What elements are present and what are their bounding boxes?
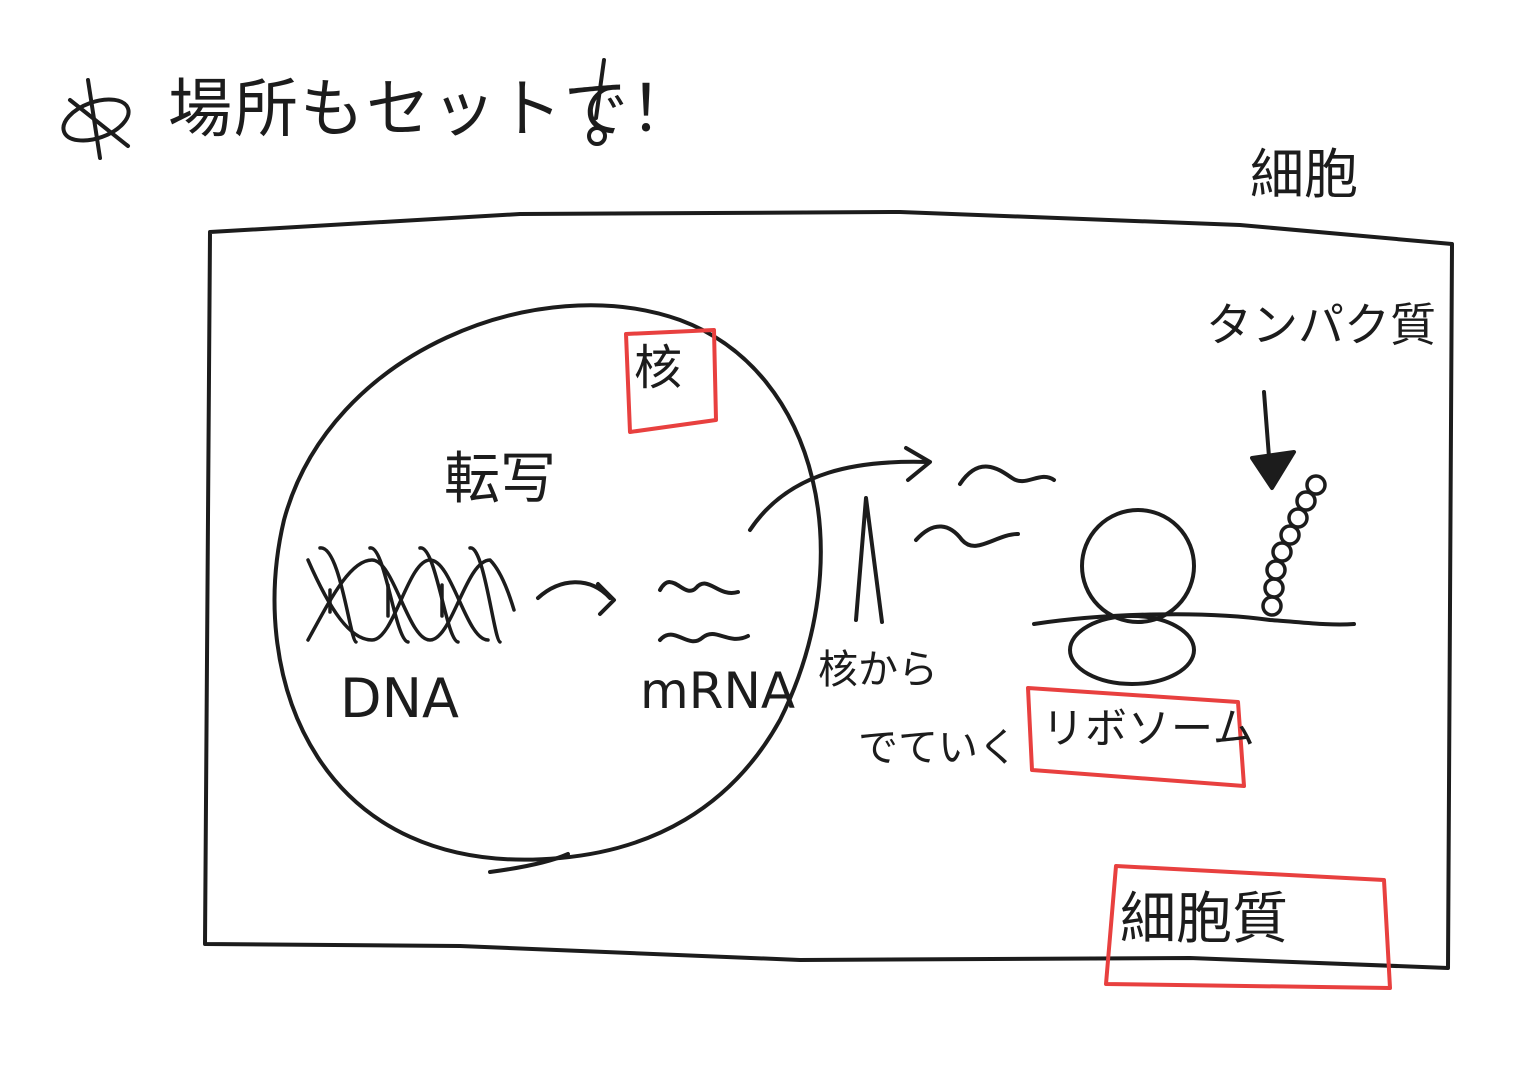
- nuclear-pore: [854, 496, 884, 624]
- nucleus-highlight-box: [624, 328, 718, 434]
- arrowhead: [904, 446, 932, 482]
- mrna-squiggle: [914, 524, 1020, 548]
- ribosome-label: リボソーム: [1042, 704, 1256, 753]
- exclamation-dot: [587, 126, 607, 146]
- cell-membrane: [203, 210, 1454, 970]
- transcription-label: 転写: [444, 447, 556, 512]
- mrna-label: mRNA: [640, 662, 796, 720]
- exclamation-mark: [594, 58, 606, 120]
- double-helix-icon: [306, 546, 516, 644]
- protein-label: タンパク質: [1206, 298, 1436, 352]
- nuclear-exit-label-line1: 核から: [818, 647, 938, 693]
- ribosome-drawing: [1032, 508, 1356, 686]
- arrowhead: [596, 582, 616, 616]
- nucleus-label: 核: [634, 340, 683, 396]
- protein-chain: [1261, 474, 1327, 617]
- nucleus-envelope: [272, 303, 823, 874]
- mrna-squiggle: [958, 464, 1056, 486]
- nuclear-exit-label-line2: でていく: [858, 725, 1018, 771]
- asterisk-doodle-icon: [61, 78, 131, 160]
- export-arrow: [748, 459, 930, 532]
- cytoplasm-highlight-box: [1104, 864, 1392, 990]
- mrna-squiggle: [658, 580, 740, 595]
- dna-label: DNA: [340, 667, 459, 730]
- mrna-squiggle: [658, 632, 750, 644]
- page-title: 場所もセットで！: [168, 73, 696, 147]
- ribosome-highlight-box: [1026, 686, 1246, 788]
- cytoplasm-label: 細胞質: [1120, 887, 1288, 952]
- arrowhead: [1250, 450, 1296, 490]
- cell-label: 細胞: [1250, 143, 1358, 206]
